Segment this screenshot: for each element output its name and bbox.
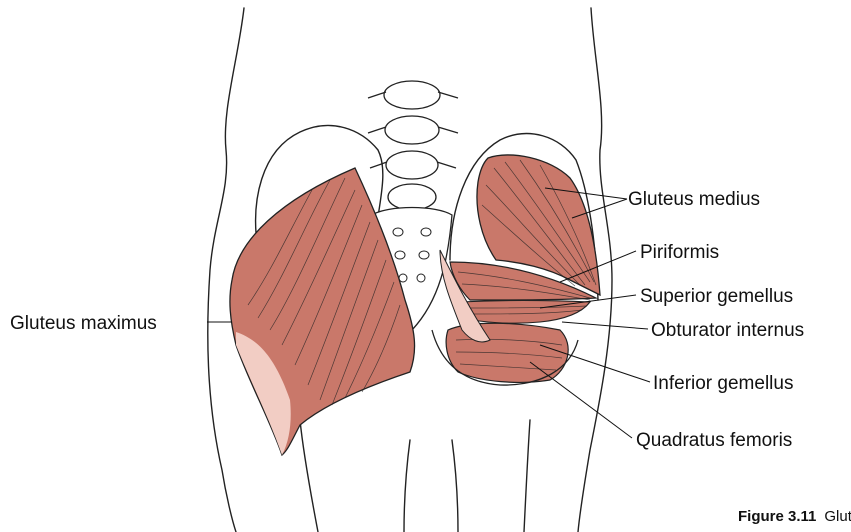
label-gluteus-medius: Gluteus medius [628,189,760,211]
figure-number: Figure 3.11 [738,508,816,525]
label-quadratus-femoris: Quadratus femoris [636,430,792,452]
leg-line-right [524,420,530,532]
leg-line-left [300,420,318,532]
label-piriformis: Piriformis [640,242,719,264]
label-superior-gemellus: Superior gemellus [640,286,793,308]
figure-caption-text: Glute [824,508,851,525]
label-gluteus-maximus: Gluteus maximus [10,313,157,335]
leg-line-inner-right [452,440,458,532]
label-inferior-gemellus: Inferior gemellus [653,373,793,395]
leg-line-inner [404,440,410,532]
label-obturator-internus: Obturator internus [651,320,804,342]
figure-caption: Figure 3.11 Glute [738,508,851,525]
